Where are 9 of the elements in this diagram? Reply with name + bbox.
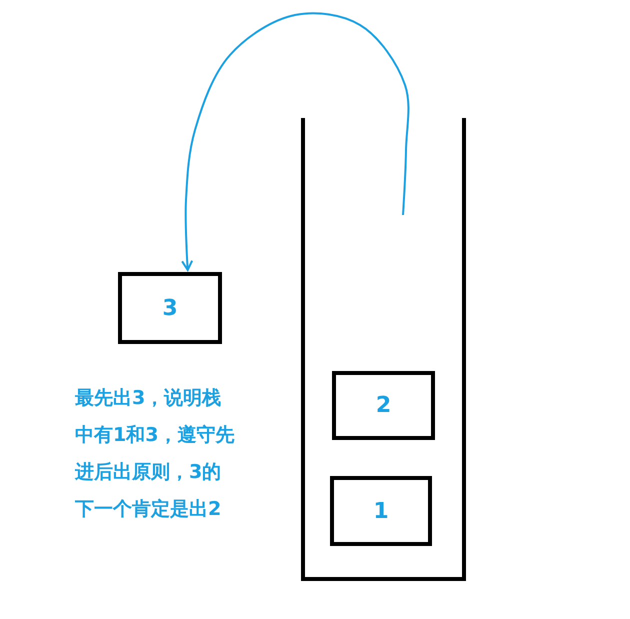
stack-element-box (330, 476, 432, 546)
curved-arrow (181, 12, 410, 271)
box-number: 3 (162, 296, 178, 320)
note-text: 最先出3，说明栈中有1和3，遵守先进后出原则，3的下一个肯定是出2 (75, 386, 236, 522)
stack-element-box (332, 371, 435, 440)
box-number: 2 (376, 393, 392, 418)
stack-container (300, 118, 467, 582)
stack-element-box (118, 272, 222, 344)
box-number: 1 (373, 498, 389, 524)
